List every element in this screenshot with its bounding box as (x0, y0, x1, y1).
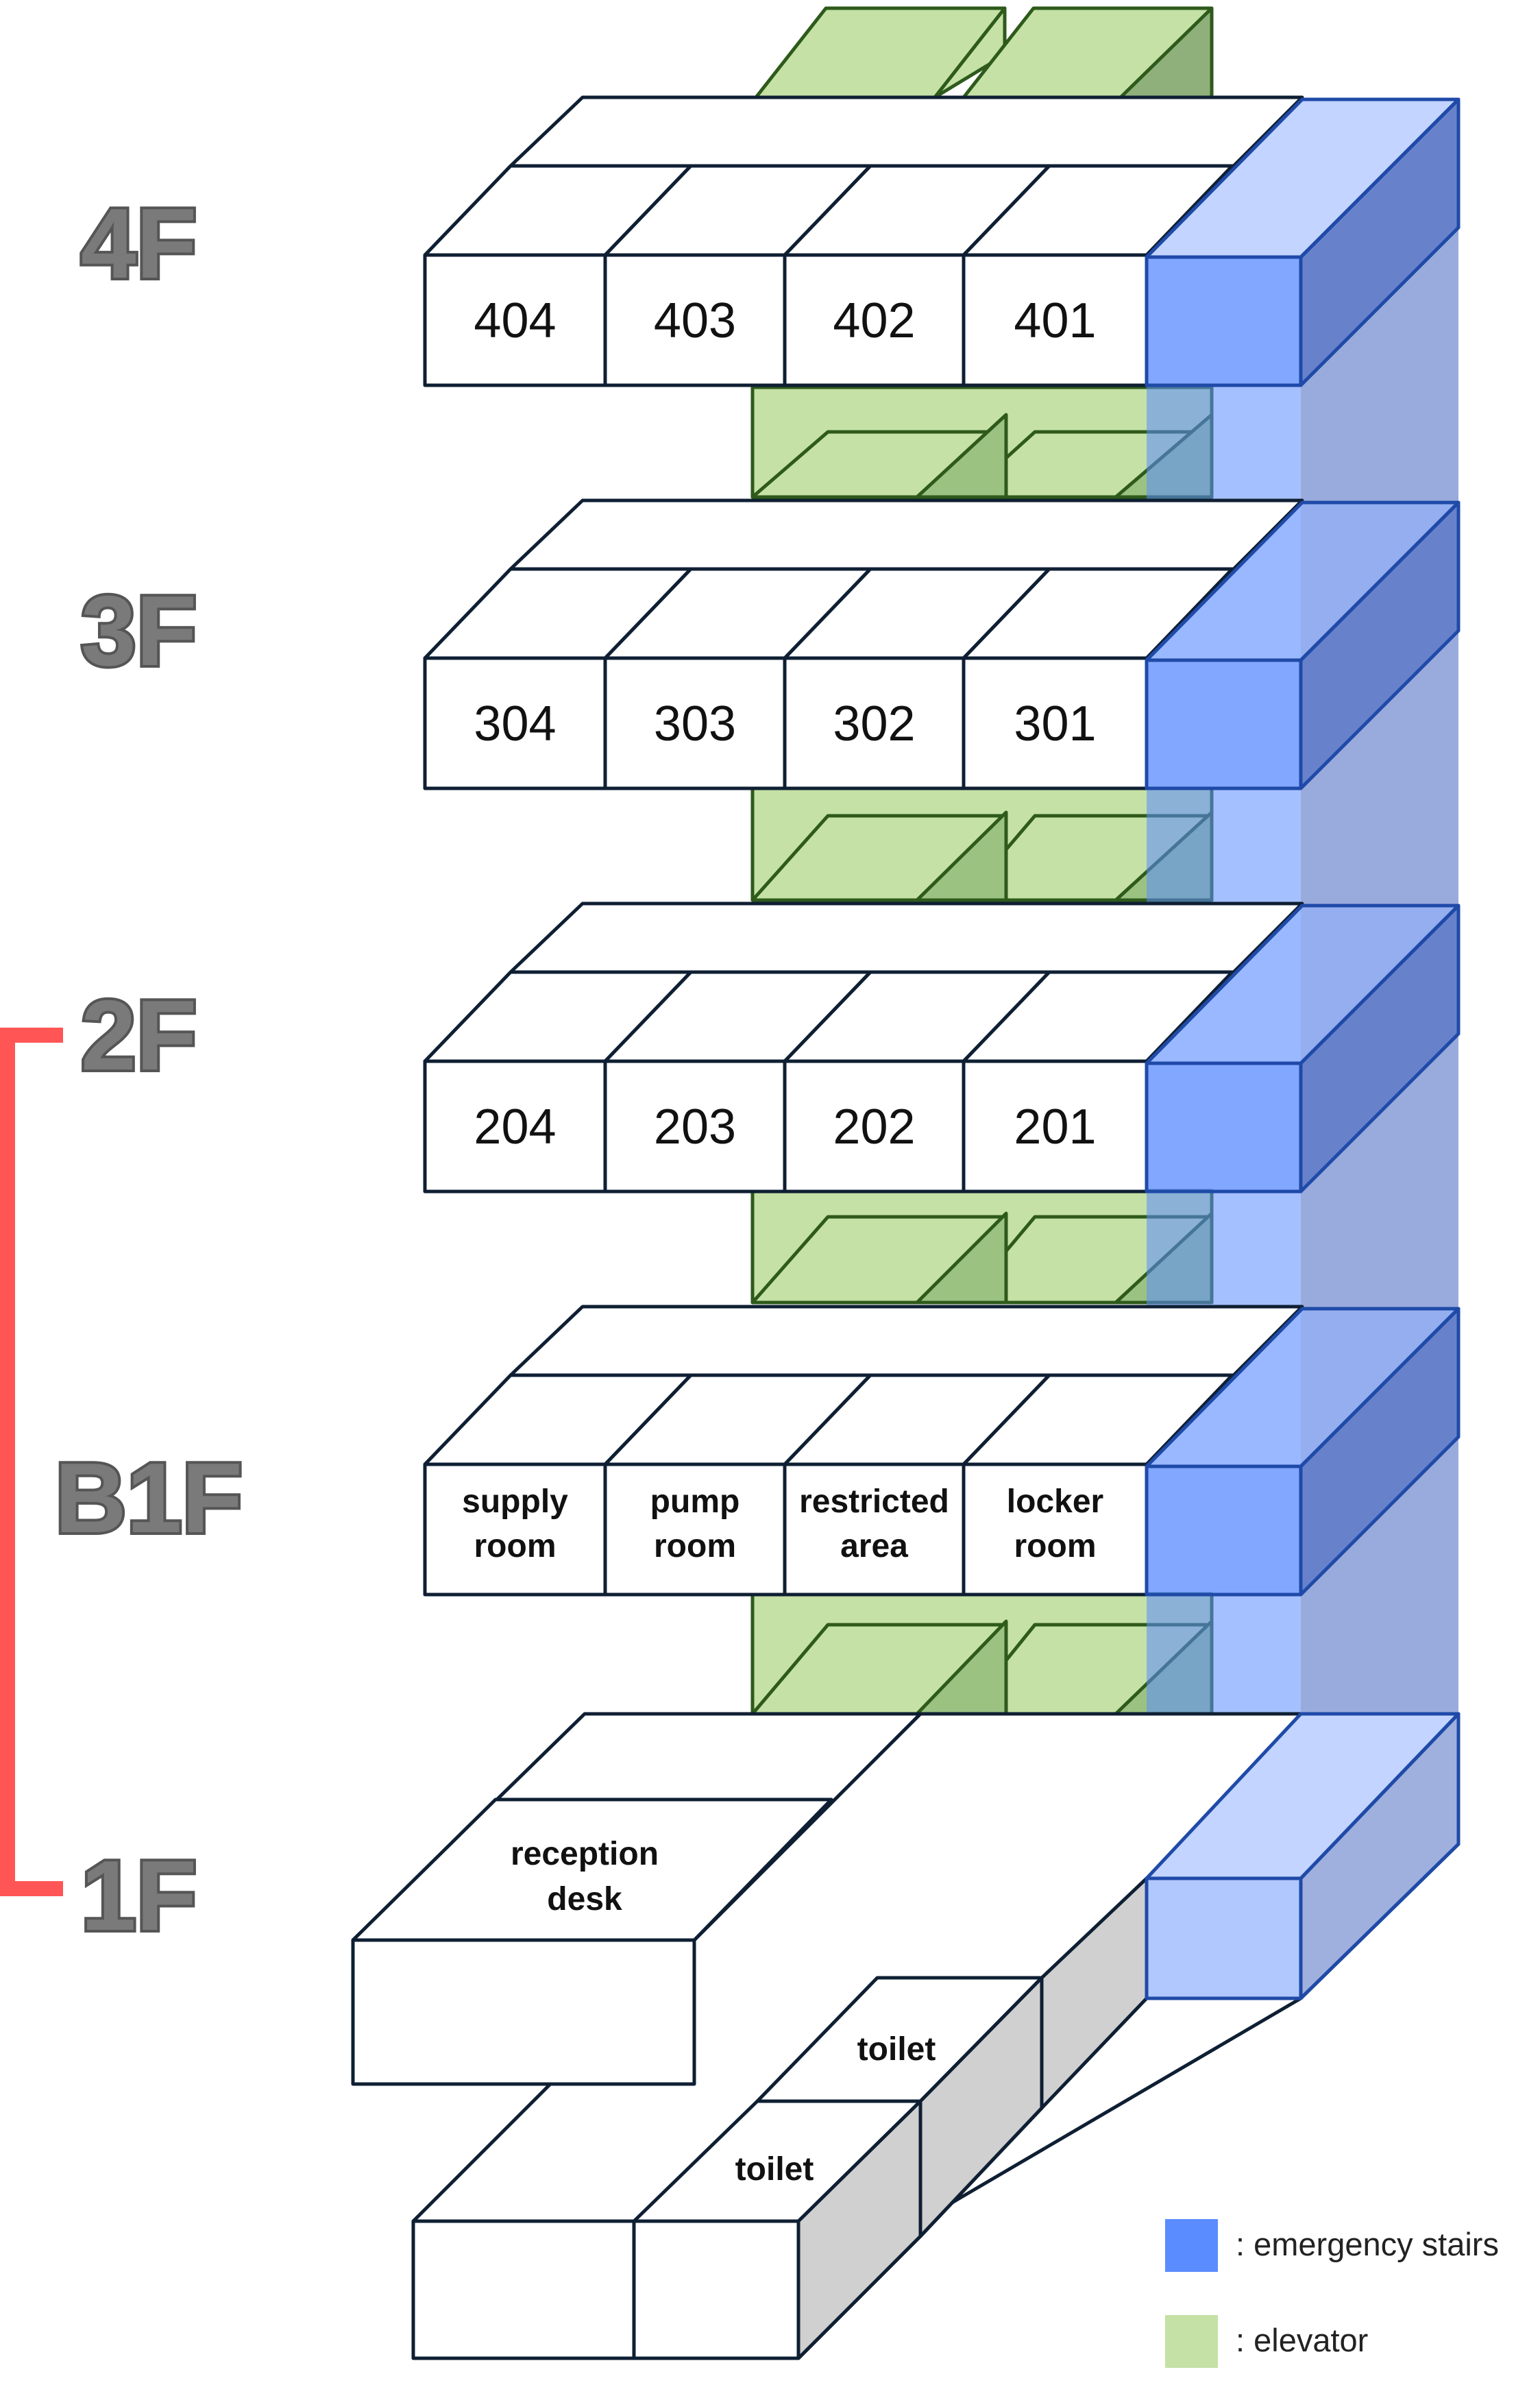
room-403: 403 (654, 293, 736, 348)
stairs-block-f2 (1145, 904, 1460, 1194)
reception-label-line1: reception (511, 1836, 659, 1872)
legend-elevator-label: : elevator (1236, 2322, 1368, 2358)
floor-labels: 4F 3F 2F B1F 1F (52, 185, 245, 1954)
floor-label-1f: 1F (81, 1840, 197, 1951)
floor-1f: reception desk toilet toilet (351, 1712, 1460, 2360)
stairs-block-f4 (1145, 97, 1460, 387)
room-304: 304 (474, 697, 556, 751)
elevator-link-b1-1 (750, 1592, 1214, 1716)
floor-label-3f: 3F (81, 575, 197, 686)
room-label-line1: locker (1007, 1484, 1103, 1520)
legend-elevator-swatch (1165, 2315, 1218, 2368)
room-201: 201 (1014, 1100, 1096, 1154)
reception-label-line2: desk (547, 1881, 622, 1917)
elevator-link-2-b1 (750, 1189, 1214, 1305)
room-label-line2: room (474, 1528, 557, 1564)
floor-label-b1f: B1F (55, 1442, 243, 1553)
legend-stairs-label: : emergency stairs (1236, 2226, 1499, 2262)
floor-label-2f: 2F (81, 980, 197, 1091)
toilet-upper-label: toilet (857, 2031, 936, 2068)
room-label-line2: room (654, 1528, 736, 1564)
room-label-line1: supply (462, 1484, 568, 1520)
room-label-line2: area (840, 1528, 908, 1564)
room-label-line1: restricted (799, 1484, 949, 1520)
elevator-link-3-2 (750, 786, 1214, 902)
stairs-block-b1 (1145, 1307, 1460, 1597)
legend-stairs-swatch (1165, 2219, 1218, 2272)
room-label-line1: pump (650, 1484, 740, 1520)
room-label-line2: room (1014, 1528, 1097, 1564)
stairs-block-1f (1145, 1712, 1460, 2000)
room-202: 202 (833, 1100, 915, 1154)
floor-label-4f: 4F (81, 188, 197, 299)
room-404: 404 (474, 293, 556, 348)
floors-layer: 404 403 402 401 304 303 302 301 204 203 202 201 supp… (423, 95, 1460, 1597)
room-401: 401 (1014, 293, 1096, 348)
room-203: 203 (654, 1100, 736, 1154)
stairs-block-f3 (1145, 500, 1460, 790)
elevator-link-4-3 (750, 385, 1214, 499)
room-302: 302 (833, 697, 915, 751)
legend: : emergency stairs : elevator (1165, 2219, 1499, 2368)
elevator-top (754, 6, 1214, 99)
basement-range-bracket (0, 1028, 63, 1896)
floor-f3: 304 303 302 301 (423, 498, 1460, 790)
room-204: 204 (474, 1100, 556, 1154)
floor-f2: 204 203 202 201 (423, 901, 1460, 1194)
room-301: 301 (1014, 697, 1096, 751)
room-402: 402 (833, 293, 915, 348)
toilet-upper: toilet (755, 1976, 1044, 2238)
toilet-lower-label: toilet (735, 2151, 814, 2188)
floor-b1: supply room pump room restricted area locker ro… (423, 1305, 1460, 1597)
toilet-lower: toilet (632, 2099, 922, 2360)
floor-f4: 404 403 402 401 (423, 95, 1460, 387)
reception-block: reception desk (351, 1712, 922, 2086)
room-303: 303 (654, 697, 736, 751)
